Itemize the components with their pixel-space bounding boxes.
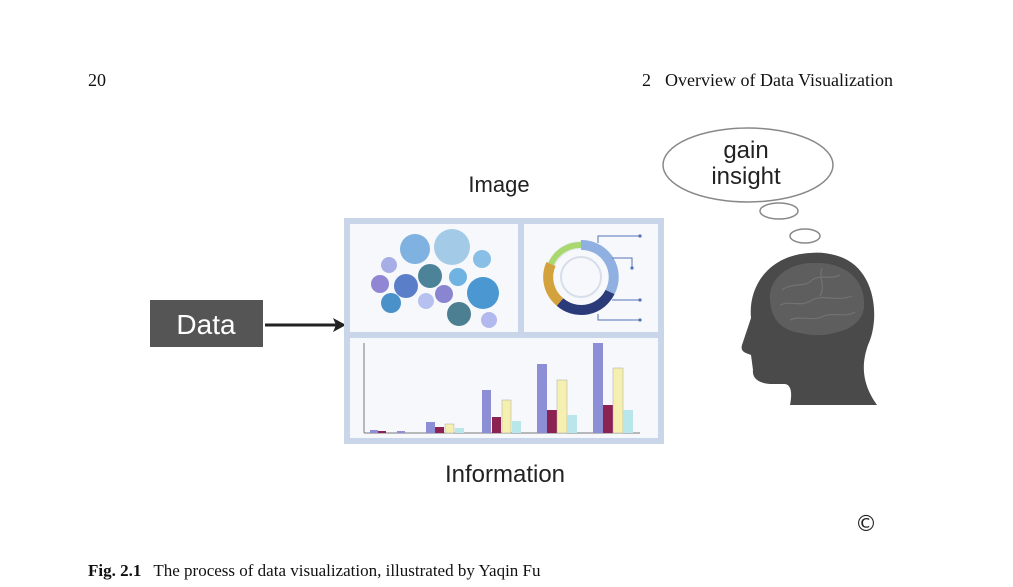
thought-dot-large (759, 202, 799, 220)
arrow-head-icon (333, 318, 346, 332)
image-label: Image (468, 172, 529, 197)
chapter-title: Overview of Data Visualization (665, 70, 894, 90)
caption-text: The process of data visualization, illus… (153, 561, 541, 580)
ring-chart (543, 234, 642, 322)
figure-caption: Fig. 2.1 The process of data visualizatio… (88, 561, 541, 581)
bubble-chart (371, 229, 499, 328)
thought-line-1: gain (723, 137, 768, 164)
brain-folds (779, 267, 856, 321)
copyright-icon: © (855, 512, 877, 537)
figure-label: Fig. 2.1 (88, 561, 142, 580)
data-label: Data (176, 309, 236, 340)
information-label: Information (445, 461, 565, 488)
running-header: 2 Overview of Data Visualization (642, 70, 893, 91)
page-number: 20 (88, 70, 106, 90)
thought-dot-small (789, 228, 821, 244)
chapter-number: 2 (642, 70, 651, 90)
thought-line-2: insight (711, 163, 781, 190)
thought-bubble (662, 127, 834, 203)
data-box (150, 300, 263, 347)
brain-icon (769, 262, 865, 336)
bar-chart (363, 343, 640, 434)
